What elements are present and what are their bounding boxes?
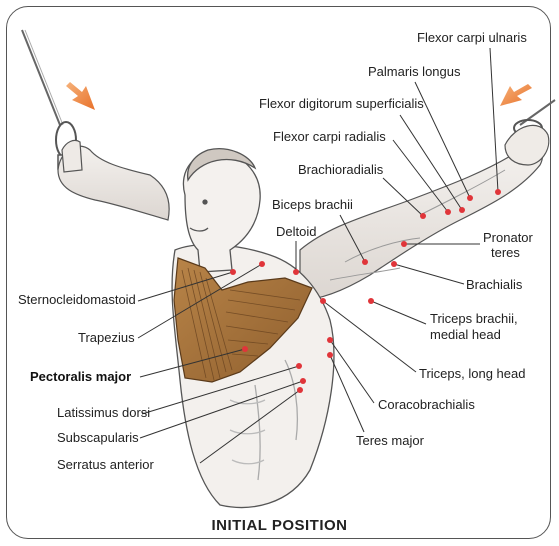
label-pectoralis-major: Pectoralis major bbox=[30, 369, 131, 384]
label-brachioradialis: Brachioradialis bbox=[298, 162, 383, 177]
marker-deltoid bbox=[293, 269, 299, 275]
label-teres: teres bbox=[491, 245, 520, 260]
label-triceps-brachii: Triceps brachii, bbox=[430, 311, 518, 326]
label-sternocleidomastoid: Sternocleidomastoid bbox=[18, 292, 136, 307]
marker-brachialis bbox=[391, 261, 397, 267]
marker-pronator-teres bbox=[401, 241, 407, 247]
label-palmaris-longus: Palmaris longus bbox=[368, 64, 461, 79]
marker-subscapularis bbox=[300, 378, 306, 384]
arrow-left-icon bbox=[66, 82, 95, 110]
marker-triceps-long bbox=[320, 298, 326, 304]
marker-sternocleidomastoid bbox=[230, 269, 236, 275]
figure-caption: INITIAL POSITION bbox=[0, 517, 559, 534]
marker-flexor-carpi-ulnaris bbox=[495, 189, 501, 195]
label-brachialis: Brachialis bbox=[466, 277, 522, 292]
marker-teres-major bbox=[327, 352, 333, 358]
label-deltoid: Deltoid bbox=[276, 224, 316, 239]
marker-latissimus bbox=[296, 363, 302, 369]
left-arm bbox=[58, 140, 169, 220]
label-coracobrachialis: Coracobrachialis bbox=[378, 397, 475, 412]
marker-flexor-carpi-radialis bbox=[445, 209, 451, 215]
marker-brachioradialis bbox=[420, 213, 426, 219]
label-biceps-brachii: Biceps brachii bbox=[272, 197, 353, 212]
label-flexor-carpi-radialis: Flexor carpi radialis bbox=[273, 129, 386, 144]
label-medial-head: medial head bbox=[430, 327, 501, 342]
marker-pectoralis bbox=[242, 346, 248, 352]
label-pronator: Pronator bbox=[483, 230, 533, 245]
label-trapezius: Trapezius bbox=[78, 330, 135, 345]
arrow-right-icon bbox=[500, 84, 532, 106]
marker-trapezius bbox=[259, 261, 265, 267]
label-serratus-anterior: Serratus anterior bbox=[57, 457, 154, 472]
marker-palmaris-longus bbox=[467, 195, 473, 201]
label-flexor-carpi-ulnaris: Flexor carpi ulnaris bbox=[417, 30, 527, 45]
marker-coracobrachialis bbox=[327, 337, 333, 343]
label-flexor-digitorum-superficialis: Flexor digitorum superficialis bbox=[259, 96, 424, 111]
marker-biceps bbox=[362, 259, 368, 265]
marker-serratus bbox=[297, 387, 303, 393]
marker-triceps-medial bbox=[368, 298, 374, 304]
label-subscapularis: Subscapularis bbox=[57, 430, 139, 445]
label-latissimus-dorsi: Latissimus dorsi bbox=[57, 405, 150, 420]
label-teres-major: Teres major bbox=[356, 433, 424, 448]
marker-flexor-digitorum bbox=[459, 207, 465, 213]
label-triceps-long-head: Triceps, long head bbox=[419, 366, 525, 381]
